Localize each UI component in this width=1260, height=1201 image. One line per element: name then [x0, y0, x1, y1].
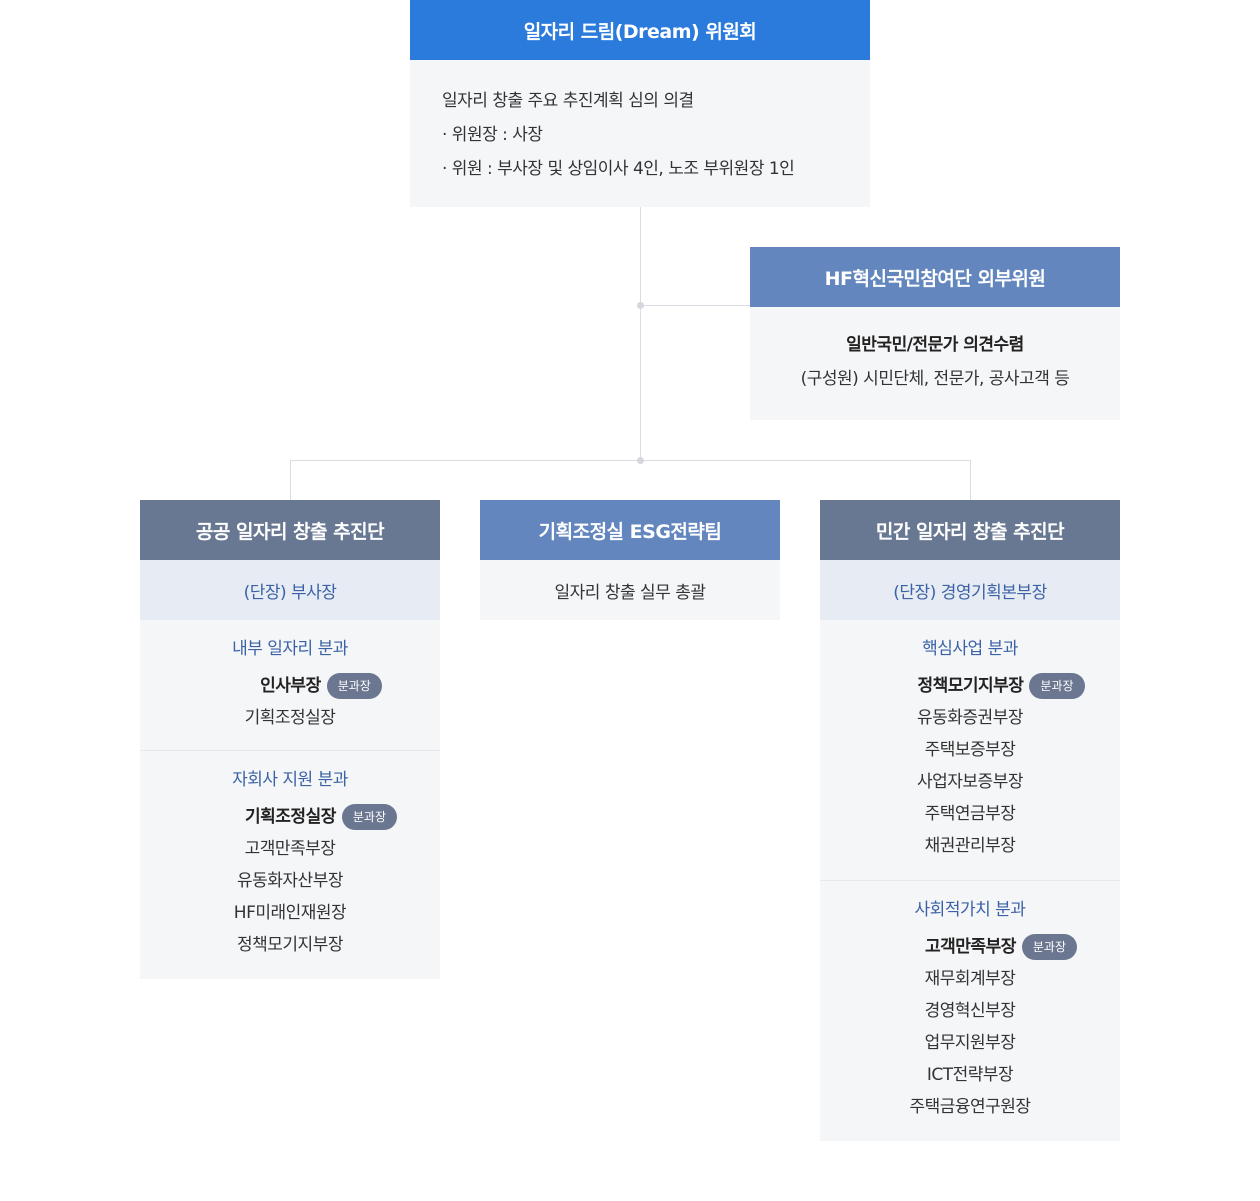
- external-title: HF혁신국민참여단 외부위원: [824, 267, 1046, 290]
- connector-right-drop: [970, 460, 971, 500]
- core-member: 채권관리부장: [924, 836, 1016, 856]
- esg-team-header: 기획조정실 ESG전략팀: [480, 500, 780, 560]
- external-line-1: 일반국민/전문가 의견수렴: [846, 335, 1024, 355]
- committee-panel: 일자리 창출 주요 추진계획 심의 의결 · 위원장 : 사장 · 위원 : 부…: [410, 60, 870, 207]
- public-team-title: 공공 일자리 창출 추진단: [195, 520, 385, 543]
- internal-member: 기획조정실장: [244, 708, 336, 728]
- social-lead-badge: 분과장: [1021, 934, 1077, 960]
- social-member: 주택금융연구원장: [909, 1097, 1031, 1117]
- social-member: 경영혁신부장: [924, 1001, 1016, 1021]
- core-lead-badge: 분과장: [1029, 673, 1085, 699]
- internal-lead-badge: 분과장: [326, 673, 382, 699]
- committee-title: 일자리 드림(Dream) 위원회: [523, 20, 757, 43]
- connector-external: [640, 305, 750, 306]
- private-team-leader: (단장) 경영기획본부장: [820, 560, 1120, 620]
- core-member: 유동화증권부장: [917, 708, 1023, 728]
- subsidiary-member: HF미래인재원장: [233, 903, 347, 923]
- social-member: 업무지원부장: [924, 1033, 1016, 1053]
- subsidiary-lead-badge: 분과장: [341, 804, 397, 830]
- public-team-header: 공공 일자리 창출 추진단: [140, 500, 440, 560]
- esg-team-panel: 일자리 창출 실무 총괄: [480, 560, 780, 620]
- public-team-leader-text: (단장) 부사장: [243, 582, 337, 603]
- external-header: HF혁신국민참여단 외부위원: [750, 247, 1120, 307]
- committee-line-3: · 위원 : 부사장 및 상임이사 4인, 노조 부위원장 1인: [442, 159, 795, 179]
- subsidiary-lead-name: 기획조정실장: [245, 807, 336, 827]
- esg-team-desc: 일자리 창출 실무 총괄: [554, 582, 706, 603]
- social-lead-name: 고객만족부장: [925, 937, 1016, 957]
- connector-node-lower: [637, 457, 644, 464]
- committee-header: 일자리 드림(Dream) 위원회: [410, 0, 870, 60]
- private-team-leader-text: (단장) 경영기획본부장: [893, 582, 1047, 603]
- internal-lead-name: 인사부장: [260, 676, 321, 696]
- private-team-divider: [820, 880, 1120, 881]
- esg-team-title: 기획조정실 ESG전략팀: [538, 520, 722, 543]
- committee-line-1: 일자리 창출 주요 추진계획 심의 의결: [442, 91, 694, 111]
- social-member: 재무회계부장: [924, 969, 1016, 989]
- connector-branch-horizontal: [290, 460, 971, 461]
- external-panel: 일반국민/전문가 의견수렴 (구성원) 시민단체, 전문가, 공사고객 등: [750, 307, 1120, 420]
- public-team-leader: (단장) 부사장: [140, 560, 440, 620]
- social-member: ICT전략부장: [926, 1065, 1014, 1085]
- public-team-divider: [140, 750, 440, 751]
- external-line-2: (구성원) 시민단체, 전문가, 공사고객 등: [800, 369, 1070, 389]
- core-member: 사업자보증부장: [917, 772, 1023, 792]
- internal-section-title: 내부 일자리 분과: [232, 639, 348, 659]
- connector-main-vertical: [640, 187, 641, 460]
- core-lead-name: 정책모기지부장: [917, 676, 1024, 696]
- core-section-title: 핵심사업 분과: [922, 639, 1018, 659]
- subsidiary-member: 정책모기지부장: [237, 935, 343, 955]
- core-member: 주택보증부장: [924, 740, 1016, 760]
- subsidiary-member: 고객만족부장: [244, 839, 336, 859]
- connector-node-upper: [637, 302, 644, 309]
- private-team-title: 민간 일자리 창출 추진단: [875, 520, 1065, 543]
- private-team-header: 민간 일자리 창출 추진단: [820, 500, 1120, 560]
- committee-line-2: · 위원장 : 사장: [442, 125, 543, 145]
- subsidiary-member: 유동화자산부장: [237, 871, 343, 891]
- social-section-title: 사회적가치 분과: [914, 900, 1026, 920]
- core-member: 주택연금부장: [924, 804, 1016, 824]
- connector-left-drop: [290, 460, 291, 500]
- subsidiary-section-title: 자회사 지원 분과: [232, 770, 348, 790]
